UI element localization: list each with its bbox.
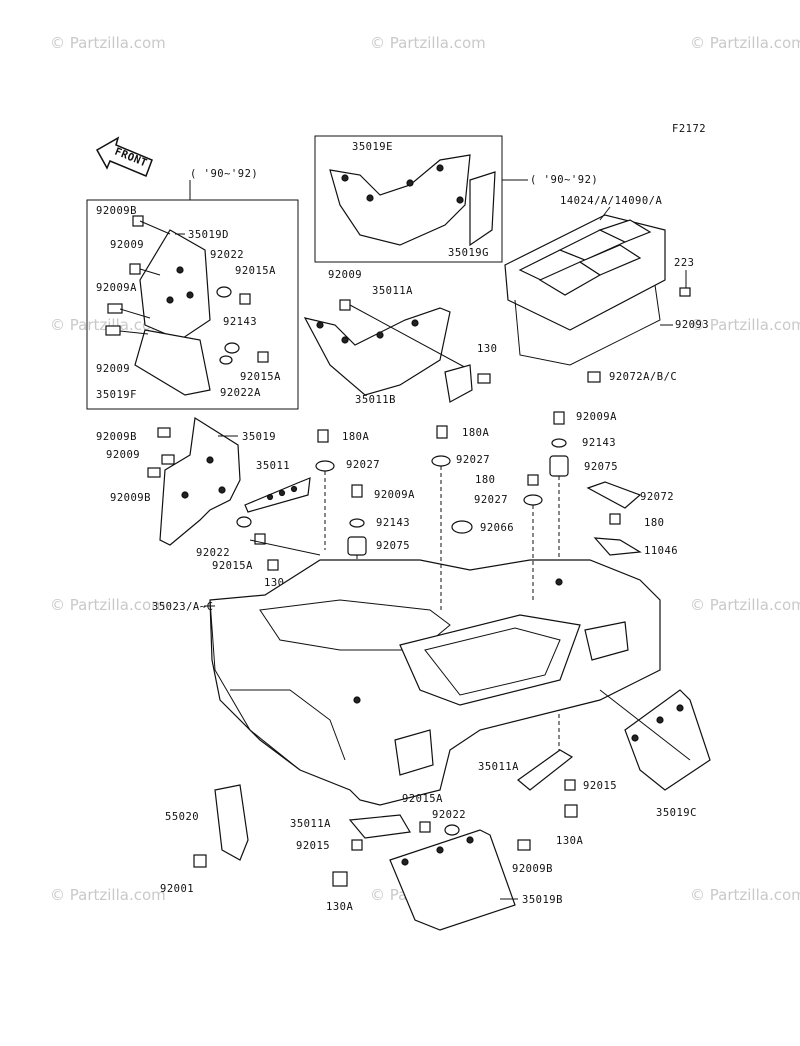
part-label: 35019F <box>96 389 137 401</box>
mud-flap-bottom <box>332 814 531 931</box>
part-label: 92066 <box>480 522 514 534</box>
watermark: © Partzilla.com <box>50 886 166 904</box>
part-label: 92143 <box>582 437 616 449</box>
mud-flap-right <box>599 689 711 791</box>
fender-panel-left <box>147 416 311 571</box>
part-label: 35011A <box>372 285 413 297</box>
part-label: 35011A <box>478 761 519 773</box>
part-label: 92009B <box>96 205 137 217</box>
part-label: 92022 <box>432 809 466 821</box>
part-label: 92009 <box>96 363 130 375</box>
part-label: 92027 <box>474 494 508 506</box>
part-label: 180 <box>644 517 664 529</box>
part-label: 35019D <box>188 229 229 241</box>
part-label: 35023/A~C <box>152 601 213 613</box>
rear-cover-part <box>504 214 691 383</box>
part-label: 35019E <box>352 141 393 153</box>
leader-lines <box>249 466 534 610</box>
inset-box-left: ( '90~'92) <box>86 168 299 410</box>
part-label: 92022 <box>196 547 230 559</box>
part-label: 35019B <box>522 894 563 906</box>
bracket-55020 <box>193 784 249 868</box>
part-label: 223 <box>674 257 694 269</box>
part-label: 92022 <box>210 249 244 261</box>
part-label: 130A <box>326 901 353 913</box>
part-label: 35019G <box>448 247 489 259</box>
part-label: 35019C <box>656 807 697 819</box>
part-label: 92027 <box>456 454 490 466</box>
part-label: 92015A <box>212 560 253 572</box>
part-label: 92015 <box>296 840 330 852</box>
part-label: 92015 <box>583 780 617 792</box>
part-label: 92022A <box>220 387 261 399</box>
part-label: 92093 <box>675 319 709 331</box>
part-label: 92001 <box>160 883 194 895</box>
part-label: 14024/A/14090/A <box>560 195 663 207</box>
watermark: © Partzilla.com <box>690 34 800 52</box>
watermark: © Partzilla.com <box>50 34 166 52</box>
part-label: 92009B <box>512 863 553 875</box>
part-label: 92009B <box>110 492 151 504</box>
front-arrow-icon: FRONT <box>95 136 153 177</box>
part-label: 35011B <box>355 394 396 406</box>
part-label: 35019 <box>242 431 276 443</box>
part-label: 92075 <box>584 461 618 473</box>
part-label: 92009A <box>576 411 617 423</box>
part-label: 92015A <box>402 793 443 805</box>
figure-code: F2172 <box>672 123 706 135</box>
part-label: 92009 <box>110 239 144 251</box>
part-label: 130 <box>477 343 497 355</box>
part-label: 180A <box>462 427 489 439</box>
watermark: © Partzilla.com <box>370 34 486 52</box>
year-note-right: ( '90~'92) <box>530 174 598 186</box>
part-label: 92015A <box>235 265 276 277</box>
part-label: 92009A <box>96 282 137 294</box>
part-label: 11046 <box>644 545 678 557</box>
part-label: 92075 <box>376 540 410 552</box>
watermark: © Partzilla.com <box>690 596 800 614</box>
bracket-right <box>517 749 578 818</box>
part-label: 92072A/B/C <box>609 371 677 383</box>
part-label: 55020 <box>165 811 199 823</box>
part-label: 35011A <box>290 818 331 830</box>
side-cover-part <box>303 299 491 403</box>
part-label: 92015A <box>240 371 281 383</box>
part-label: 92009B <box>96 431 137 443</box>
part-label: 92072 <box>640 491 674 503</box>
part-label: 92143 <box>223 316 257 328</box>
part-label: 180A <box>342 431 369 443</box>
watermark: © Partzilla.com <box>50 316 166 334</box>
watermark: © Partzilla.com <box>690 886 800 904</box>
part-label: 35011 <box>256 460 290 472</box>
watermark: © Partzilla.com <box>690 316 800 334</box>
part-label: 180 <box>475 474 495 486</box>
part-label: 130A <box>556 835 583 847</box>
part-label: 92009 <box>106 449 140 461</box>
part-label: 92143 <box>376 517 410 529</box>
inset-box-right: ( '90~'92) <box>314 135 598 263</box>
part-label: 92027 <box>346 459 380 471</box>
part-label: 92009A <box>374 489 415 501</box>
watermark: © Partzilla.com <box>50 596 166 614</box>
rear-fender-body <box>209 559 661 806</box>
year-note-left: ( '90~'92) <box>190 168 258 180</box>
part-label: 92009 <box>328 269 362 281</box>
